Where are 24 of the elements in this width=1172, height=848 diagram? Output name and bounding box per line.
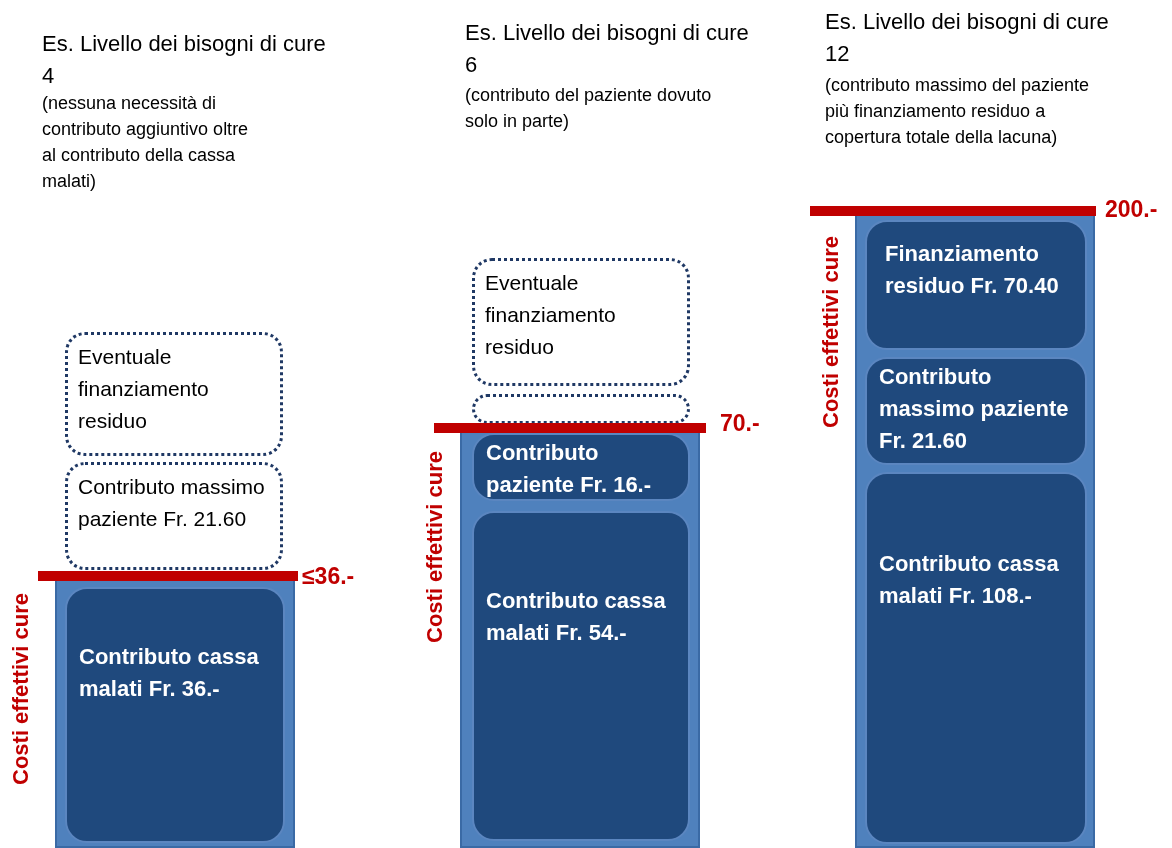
contribution-block: Contributo massimo paziente Fr. 21.60 (865, 357, 1087, 465)
optional-contribution-block: Eventuale finanziamento residuo (472, 258, 690, 386)
contribution-block: Contributo cassa malati Fr. 108.- (865, 472, 1087, 844)
column-heading: Es. Livello dei bisogni di cure 6 (465, 19, 750, 79)
column-note: (contributo del paziente dovuto solo in parte) (465, 84, 713, 133)
optional-contribution-block: Eventuale finanziamento residuo (65, 332, 283, 456)
contribution-block: Contributo cassa malati Fr. 54.- (472, 511, 690, 841)
column-heading: Es. Livello dei bisogni di cure 12 (825, 8, 1110, 68)
contribution-block: Finanziamento residuo Fr. 70.40 (865, 220, 1087, 350)
column-note: (contributo massimo del paziente più finanziamento residuo a copertura totale della lacuna) (825, 74, 1091, 149)
contribution-block: Contributo cassa malati Fr. 36.- (65, 587, 285, 843)
axis-label: Costi effettivi cure (422, 450, 448, 645)
column-heading: Es. Livello dei bisogni di cure 4 (42, 30, 327, 90)
axis-label: Costi effettivi cure (8, 592, 34, 787)
cost-bar (460, 431, 700, 848)
axis-label: Costi effettivi cure (818, 235, 844, 430)
cost-bar (855, 214, 1095, 848)
cost-value: 200.- (1105, 196, 1158, 223)
empty-dotted-block (472, 394, 690, 424)
cost-value: ≤36.- (302, 563, 355, 590)
optional-contribution-block: Contributo massimo paziente Fr. 21.60 (65, 462, 283, 570)
cost-value: 70.- (720, 410, 760, 437)
column-note: (nessuna necessità di contributo aggiuntivo oltre al contributo della cassa malati) (42, 92, 250, 193)
contribution-block: Contributo paziente Fr. 16.- (472, 433, 690, 501)
